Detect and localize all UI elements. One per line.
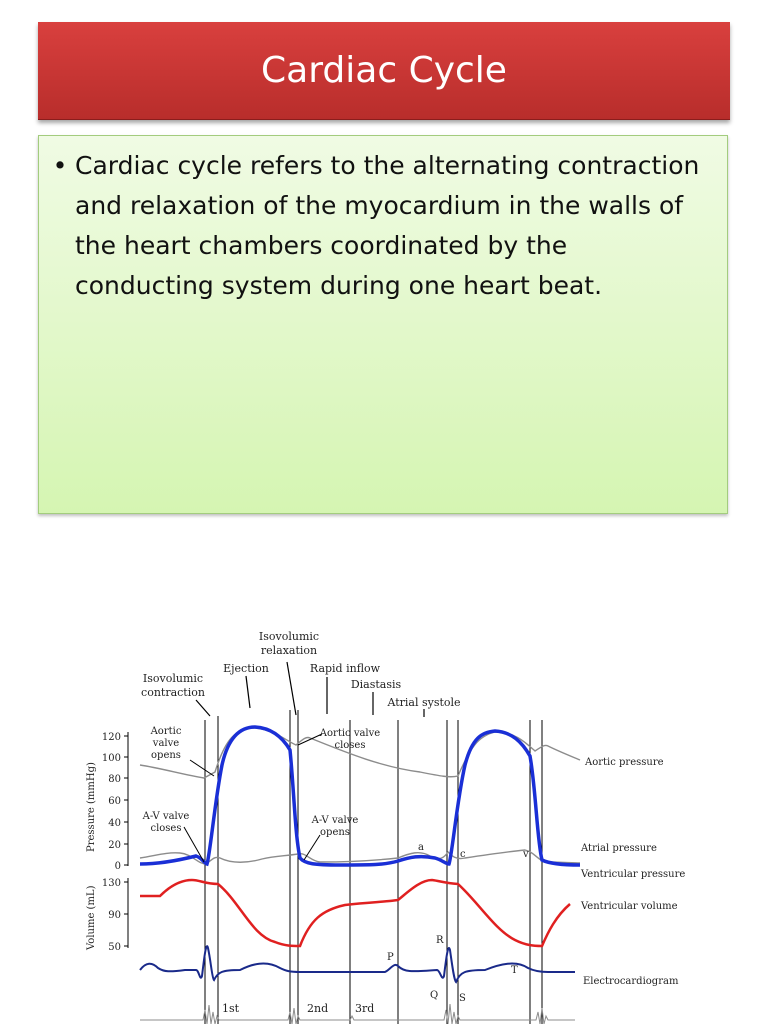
label-aortic-valve-closes-2: closes [334, 740, 365, 751]
volume-axis-label: Volume (mL) [86, 885, 97, 951]
label-isovolumic-contraction-1: Isovolumic [143, 672, 203, 685]
label-av-valve-closes-1: A-V valve [142, 811, 190, 822]
title-bar: Cardiac Cycle [38, 22, 730, 120]
legend-atrial-pressure: Atrial pressure [580, 843, 657, 854]
pressure-ticks: 120 100 80 60 40 20 0 [102, 732, 121, 872]
axes [124, 732, 129, 948]
label-ecg-t: T [511, 965, 518, 976]
tick-130: 130 [102, 878, 121, 889]
legend-aortic-pressure: Aortic pressure [584, 757, 664, 768]
tick-100: 100 [102, 753, 121, 764]
label-aortic-valve-opens-2: valve [152, 738, 179, 749]
cardiac-cycle-diagram: Isovolumic contraction Ejection Isovolum… [86, 630, 685, 1024]
label-av-valve-opens-1: A-V valve [311, 815, 359, 826]
label-aortic-valve-opens-3: opens [151, 750, 181, 761]
label-aortic-valve-opens-1: Aortic [150, 726, 182, 737]
label-aortic-valve-closes-1: Aortic valve [319, 728, 380, 739]
label-isovolumic-relaxation-2: relaxation [261, 644, 317, 657]
legend-ventricular-pressure: Ventricular pressure [580, 869, 685, 880]
volume-ticks: 130 90 50 [102, 878, 121, 953]
legend-ventricular-volume: Ventricular volume [580, 901, 678, 912]
tick-50: 50 [108, 942, 121, 953]
phase-labels: Isovolumic contraction Ejection Isovolum… [141, 630, 461, 709]
annotations: Aortic valve opens Aortic valve closes A… [142, 726, 381, 838]
label-isovolumic-contraction-2: contraction [141, 686, 205, 699]
label-heart-sound-2nd: 2nd [307, 1002, 328, 1015]
phonocardiogram-trace [140, 1003, 575, 1024]
tick-0: 0 [115, 861, 121, 872]
label-wave-c: c [460, 849, 466, 860]
phase-lines [204, 710, 543, 1024]
ventricular-pressure-curve [139, 725, 581, 867]
ecg-labels: P R Q S T [387, 935, 518, 1004]
label-ecg-p: P [387, 952, 394, 963]
slide-title: Cardiac Cycle [261, 50, 507, 91]
pressure-axis-label: Pressure (mmHg) [86, 762, 97, 852]
label-rapid-inflow: Rapid inflow [310, 662, 381, 675]
bullet-item: • Cardiac cycle refers to the alternatin… [45, 146, 705, 306]
legend-labels: Aortic pressure Atrial pressure Ventricu… [580, 757, 685, 987]
label-heart-sound-1st: 1st [222, 1002, 240, 1015]
label-atrial-systole: Atrial systole [386, 696, 460, 709]
label-ecg-r: R [436, 935, 444, 946]
label-av-valve-closes-2: closes [150, 823, 181, 834]
phase-pointers [195, 661, 425, 717]
ecg-curve [139, 945, 575, 984]
ventricular-volume-curve [140, 878, 571, 948]
tick-60: 60 [108, 796, 121, 807]
label-ecg-q: Q [430, 990, 438, 1001]
annotation-pointers [183, 733, 323, 863]
tick-120: 120 [102, 732, 121, 743]
tick-80: 80 [108, 774, 121, 785]
label-ecg-s: S [459, 993, 466, 1004]
label-av-valve-opens-2: opens [320, 827, 350, 838]
tick-40: 40 [108, 818, 121, 829]
heart-sound-labels: 1st 2nd 3rd [222, 1002, 374, 1015]
content-box: • Cardiac cycle refers to the alternatin… [38, 135, 728, 514]
wave-labels: a c v [418, 842, 529, 860]
label-isovolumic-relaxation-1: Isovolumic [259, 630, 319, 643]
tick-20: 20 [108, 840, 121, 851]
tick-90: 90 [108, 910, 121, 921]
label-wave-v: v [522, 849, 529, 860]
label-diastasis: Diastasis [351, 678, 402, 691]
bullet-text: Cardiac cycle refers to the alternating … [75, 151, 700, 300]
legend-electrocardiogram: Electrocardiogram [583, 976, 679, 987]
label-ejection: Ejection [223, 662, 269, 675]
label-wave-a: a [418, 842, 424, 853]
label-heart-sound-3rd: 3rd [355, 1002, 374, 1015]
bullet-marker: • [52, 151, 68, 180]
